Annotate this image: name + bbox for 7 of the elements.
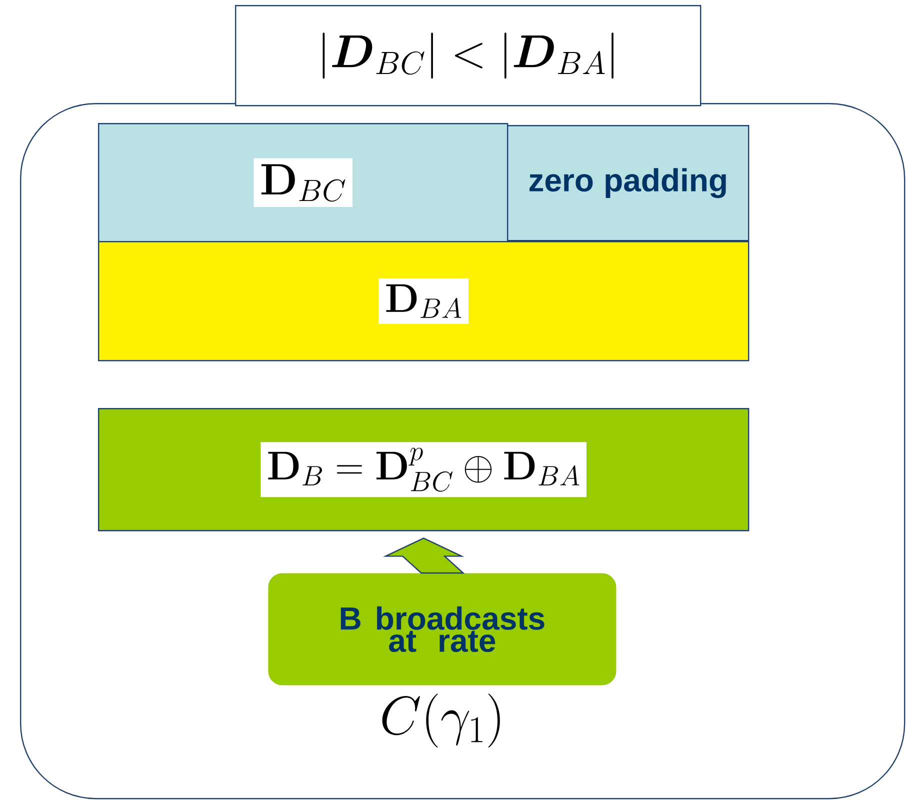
broadcast-box: B broadcasts at rate [268, 573, 616, 686]
matrix-block: $\mathbf{D}_{BA}$ [98, 241, 750, 362]
result-block: $\mathbf{D}_{B} = \mathbf{D}^{p}_{BC} \oplus \mathbf{D}_{BA}$ [98, 408, 750, 532]
padding-block: zero padding [507, 125, 750, 242]
formula-box: $|\boldsymbol{D}_{BC}| < |\boldsymbol{D}_{BA}|$ [235, 5, 702, 106]
matrix-block: $\mathbf{D}_{BC}$ [98, 123, 508, 242]
rate-formula: $C(\gamma_1)$ [382, 694, 500, 748]
